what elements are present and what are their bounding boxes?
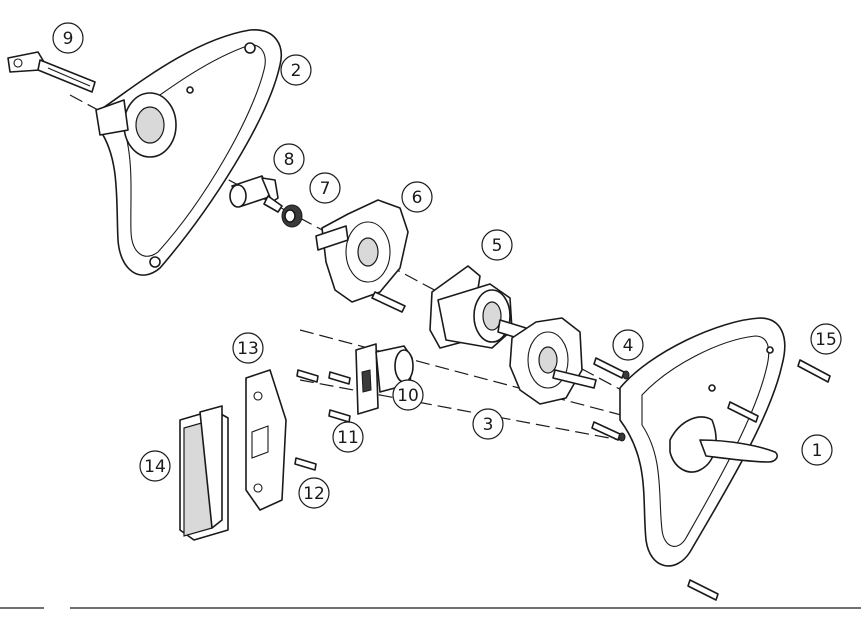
callout-15: 15 bbox=[810, 323, 842, 355]
callout-4-label: 4 bbox=[623, 336, 634, 356]
callout-6-label: 6 bbox=[412, 188, 423, 208]
callout-9-label: 9 bbox=[63, 29, 74, 49]
callout-6: 6 bbox=[401, 181, 433, 213]
inside-mounting-plate bbox=[509, 317, 597, 405]
callout-3: 3 bbox=[472, 408, 504, 440]
callout-2-label: 2 bbox=[291, 61, 302, 81]
callout-15-label: 15 bbox=[815, 330, 837, 350]
strike-box bbox=[179, 405, 229, 541]
outside-escutcheon bbox=[95, 29, 282, 276]
callout-7: 7 bbox=[309, 172, 341, 204]
escutcheon-screws bbox=[687, 359, 831, 601]
callout-2: 2 bbox=[280, 54, 312, 86]
through-bolts bbox=[591, 357, 630, 442]
key bbox=[7, 51, 96, 93]
callout-10: 10 bbox=[392, 379, 424, 411]
callout-8: 8 bbox=[273, 143, 305, 175]
latch-screws bbox=[294, 369, 351, 471]
callout-3-label: 3 bbox=[483, 415, 494, 435]
callout-12: 12 bbox=[298, 477, 330, 509]
callout-11: 11 bbox=[332, 421, 364, 453]
callout-5-label: 5 bbox=[492, 236, 503, 256]
callout-13: 13 bbox=[232, 332, 264, 364]
callout-14: 14 bbox=[139, 450, 171, 482]
chassis bbox=[429, 265, 527, 349]
callout-11-label: 11 bbox=[337, 428, 359, 448]
callout-1: 1 bbox=[801, 434, 833, 466]
callout-13-label: 13 bbox=[237, 339, 259, 359]
callout-4: 4 bbox=[612, 329, 644, 361]
callout-14-label: 14 bbox=[144, 457, 166, 477]
callout-7-label: 7 bbox=[320, 179, 331, 199]
cylinder bbox=[229, 175, 283, 213]
callout-10-label: 10 bbox=[397, 386, 419, 406]
callout-1-label: 1 bbox=[812, 441, 823, 461]
callout-12-label: 12 bbox=[303, 484, 325, 504]
callout-9: 9 bbox=[52, 22, 84, 54]
strike-plate bbox=[245, 369, 287, 511]
callout-8-label: 8 bbox=[284, 150, 295, 170]
callout-5: 5 bbox=[481, 229, 513, 261]
inside-escutcheon bbox=[619, 317, 786, 567]
cap-nut bbox=[281, 204, 303, 228]
mounting-plate bbox=[315, 199, 409, 313]
